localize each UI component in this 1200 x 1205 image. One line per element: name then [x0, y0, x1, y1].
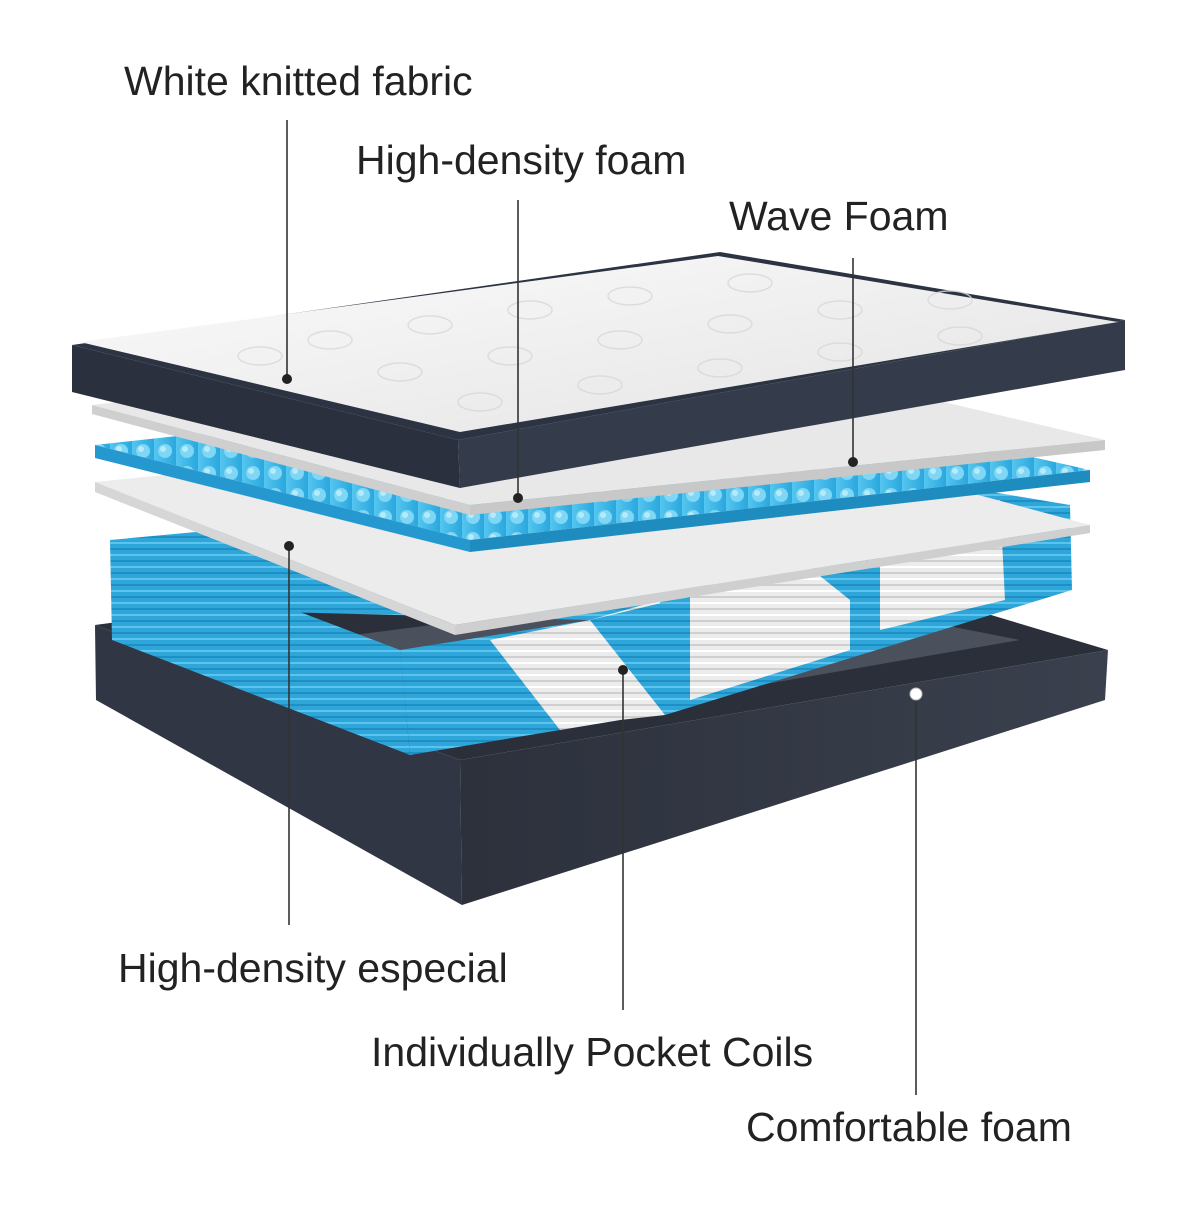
label-wave-foam: Wave Foam: [729, 193, 949, 239]
white-knitted-fabric-top: [72, 252, 1125, 488]
label-comfortable-foam: Comfortable foam: [746, 1104, 1072, 1150]
marker-dot-comfortable-foam: [909, 687, 923, 701]
marker-dot-high-density-foam: [513, 493, 523, 503]
label-high-density-especial: High-density especial: [118, 945, 508, 991]
leader-lines: [286, 120, 917, 1095]
label-high-density-foam: High-density foam: [356, 137, 687, 183]
marker-dot-white-knitted-fabric: [282, 374, 292, 384]
marker-dot-pocket-coils: [618, 665, 628, 675]
label-individually-pocket-coils: Individually Pocket Coils: [371, 1029, 814, 1075]
marker-dot-high-density-especial: [284, 541, 294, 551]
label-white-knitted-fabric: White knitted fabric: [124, 58, 473, 104]
marker-dot-wave-foam: [848, 457, 858, 467]
